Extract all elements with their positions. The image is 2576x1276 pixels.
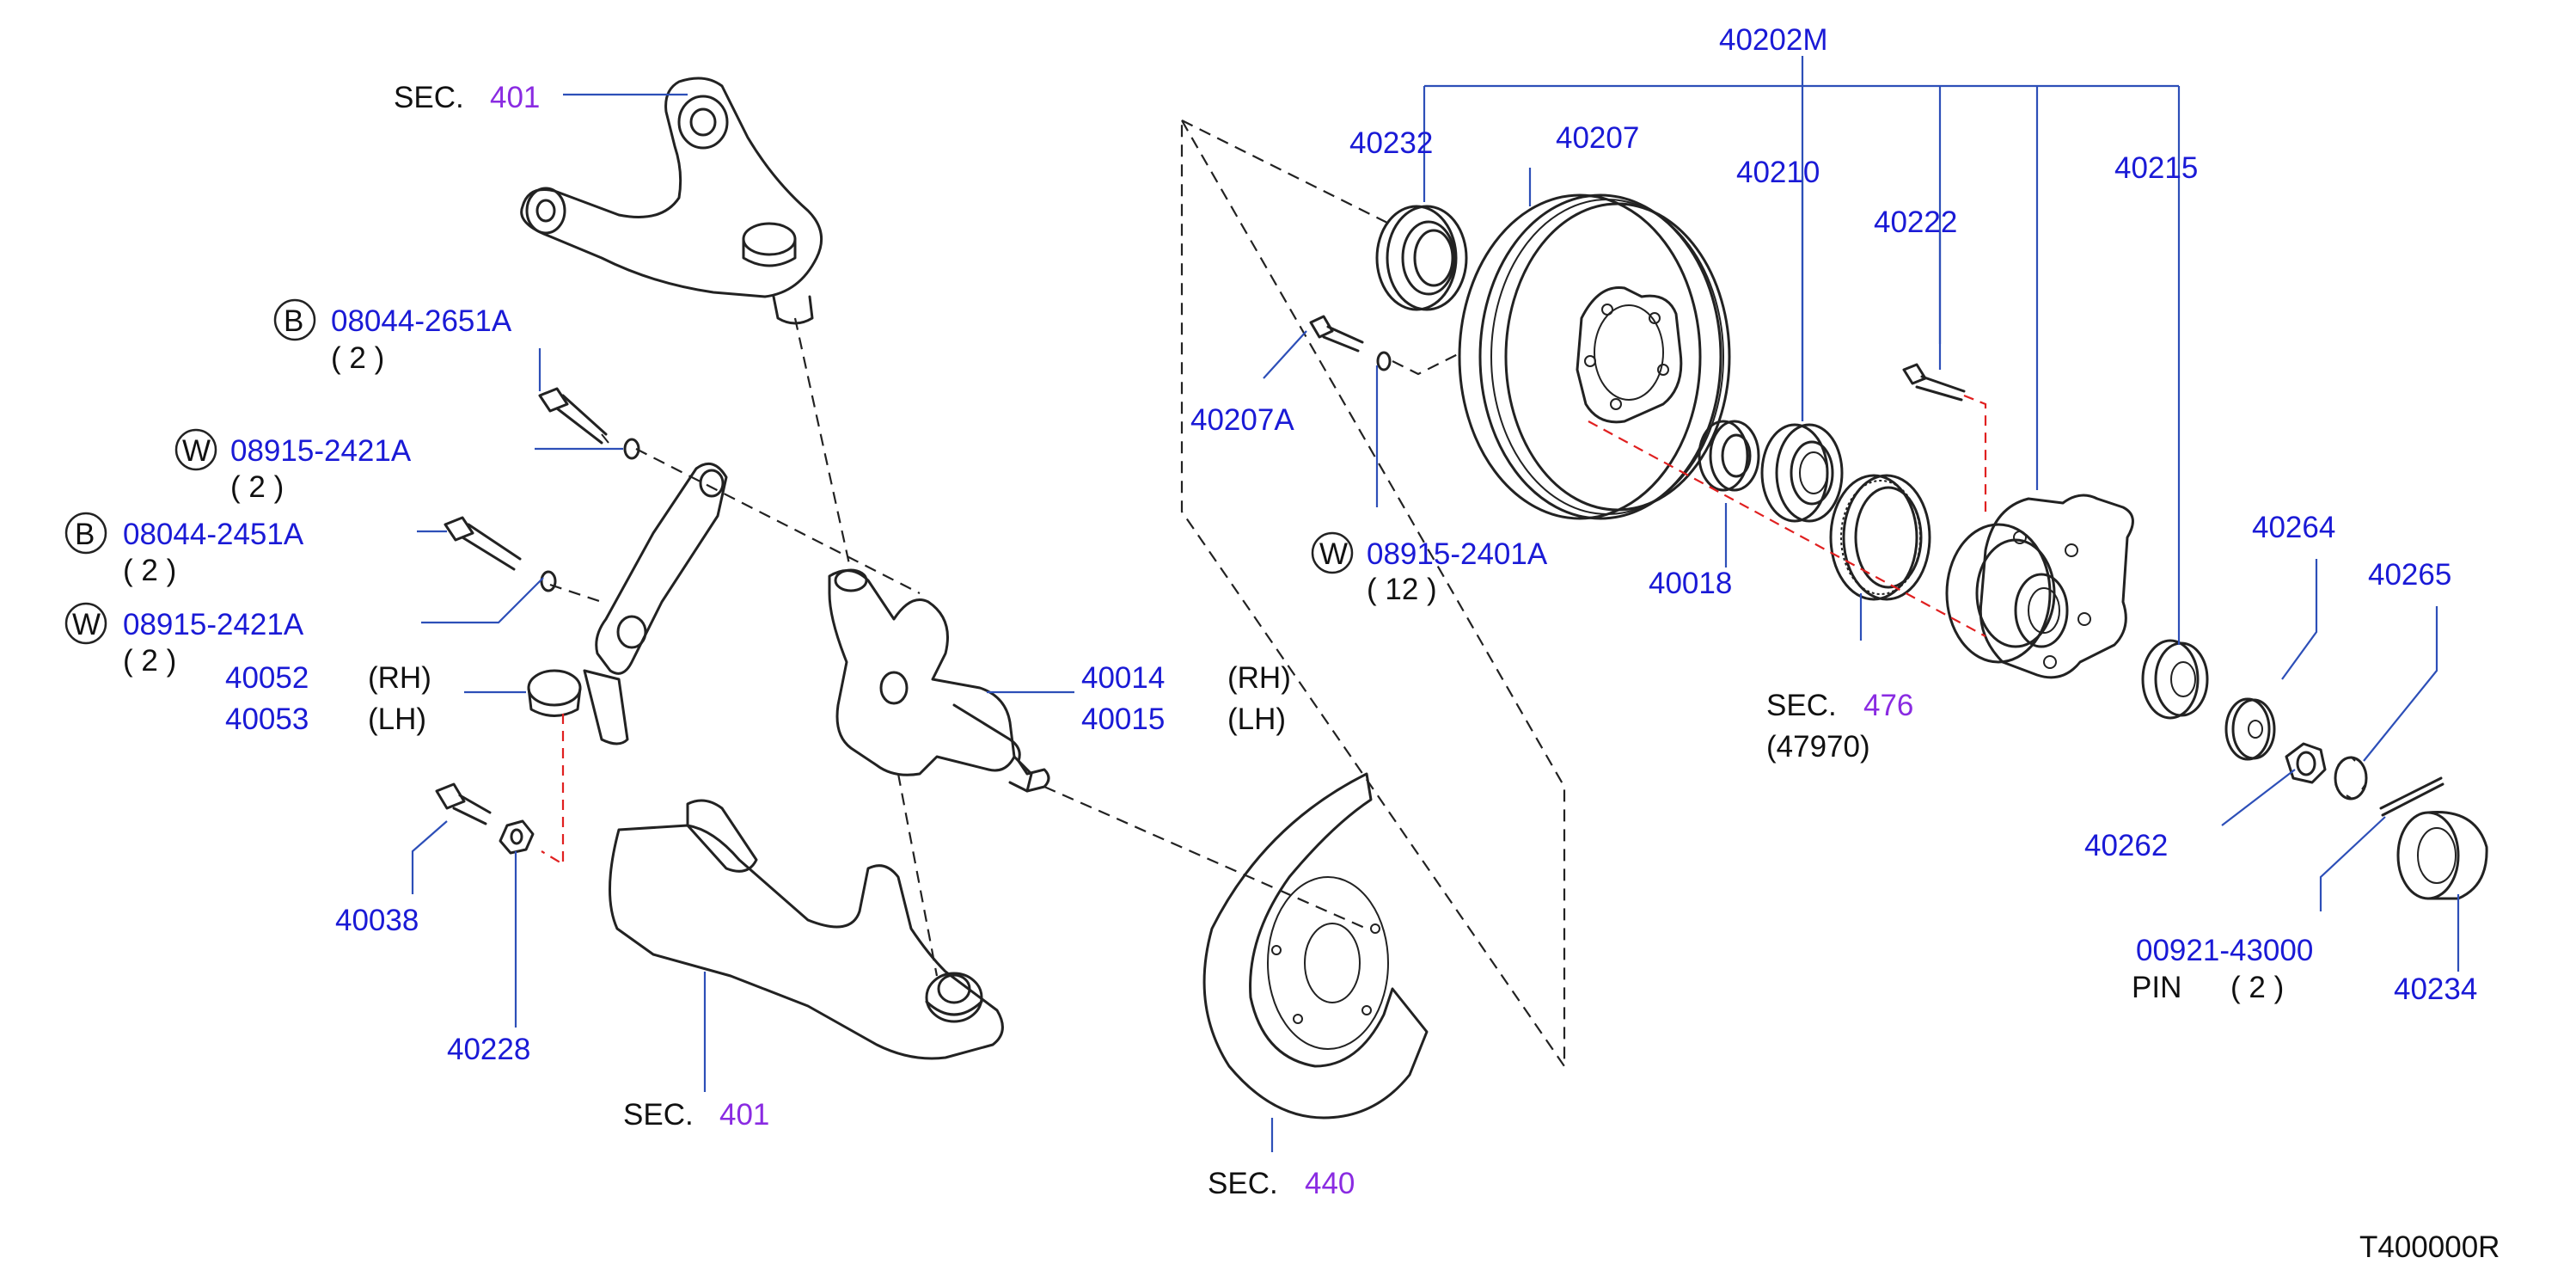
inner-bearing [1760,423,1844,523]
fastener-badge-b2: B [75,518,95,551]
bolt-lower [435,782,492,825]
leader-lines [411,56,2460,1152]
part-number-40264: 40264 [2252,511,2335,544]
section-prefix-sensor: SEC. [1766,689,1837,722]
section-prefix-lower-arm: SEC. [623,1098,694,1132]
brake-rotor [1458,193,1731,520]
sensor-rotor [1829,474,1931,601]
section-number-top: 401 [490,81,540,114]
section-prefix-top: SEC. [394,81,464,114]
outer-bearing [1698,420,1760,492]
part-number-40015: 40015 [1081,702,1165,736]
wheel-stud [1902,363,1966,402]
fastener-code-w3: 08915-2401A [1367,537,1548,571]
nut-lower [499,819,535,855]
part-number-40232: 40232 [1349,126,1433,160]
part-number-40018: 40018 [1649,567,1732,600]
part-number-40228: 40228 [447,1033,530,1066]
part-number-40262: 40262 [2084,829,2168,862]
part-number-00921-43000: 00921-43000 [2136,934,2313,967]
section-number-shield: 440 [1305,1167,1355,1200]
lower-control-arm [608,799,1004,1060]
fastener-qty-w1: ( 2 ) [230,470,284,504]
washer-badge-icon-3 [64,602,107,645]
lock-washer [1376,351,1392,371]
washer-middle [540,570,557,592]
fastener-qty-w3: ( 12 ) [1367,573,1437,606]
upper-control-arm [520,77,823,325]
part-number-40038: 40038 [335,904,419,937]
section-sub-sensor: (47970) [1766,730,1870,764]
fastener-code-w1: 08915-2421A [230,434,412,468]
section-number-lower-arm: 401 [719,1098,769,1132]
washer-badge-icon-2 [174,428,217,471]
fastener-qty-b1: ( 2 ) [331,341,384,375]
bolt-badge-icon-2 [64,512,107,555]
assembly-lines [541,116,1987,1070]
part-number-40053: 40053 [225,702,309,736]
part-number-40014: 40014 [1081,661,1165,695]
diagram-id: T400000R [2359,1230,2500,1264]
part-number-40210: 40210 [1736,156,1820,189]
side-mark-lh: (LH) [368,702,426,736]
fastener-code-b1: 08044-2651A [331,304,512,338]
part-number-40265: 40265 [2368,558,2451,592]
part-number-40222: 40222 [1874,206,1957,239]
grease-cap [2396,811,2488,900]
part-number-40207A: 40207A [1190,403,1294,437]
part-number-40202M: 40202M [1719,23,1827,57]
part-number-40052: 40052 [225,661,309,695]
grease-seal [1375,205,1468,311]
fastener-badge-w1: W [182,434,211,468]
washer-badge-icon [1311,531,1354,574]
fastener-code-w2: 08915-2421A [123,608,304,641]
nut-lock [2334,756,2368,801]
part-number-40234: 40234 [2394,972,2477,1006]
hub-washer [2141,639,2209,720]
cotter-pin [2379,776,2444,817]
wheel-hub [1945,494,2134,679]
fastener-qty-b2: ( 2 ) [123,554,176,587]
fastener-badge-b1: B [284,304,303,338]
thrust-washer [2224,697,2276,761]
side-mark-rh: (RH) [368,661,431,695]
fastener-qty-w2: ( 2 ) [123,644,176,678]
side-mark-lh-2: (LH) [1227,702,1286,736]
steering-arm [527,462,728,745]
bolt-middle [444,516,522,571]
section-prefix-shield: SEC. [1208,1167,1278,1200]
part-number-40215: 40215 [2114,151,2198,185]
fastener-badge-w2: W [72,608,101,641]
hub-nut [2285,742,2327,784]
part-number-40207: 40207 [1556,121,1639,155]
steering-knuckle [828,568,1050,793]
bolt-badge-icon [273,298,316,341]
section-number-sensor: 476 [1863,689,1913,722]
fastener-code-b2: 08044-2451A [123,518,304,551]
pin-quantity: ( 2 ) [2230,971,2284,1004]
side-mark-rh-2: (RH) [1227,661,1291,695]
hub-bolt [1309,315,1364,353]
bolt-upper [538,387,609,445]
pin-label: PIN [2132,971,2181,1004]
fastener-badge-w3: W [1319,537,1348,571]
splash-shield [1202,772,1429,1120]
washer-upper [623,438,640,460]
